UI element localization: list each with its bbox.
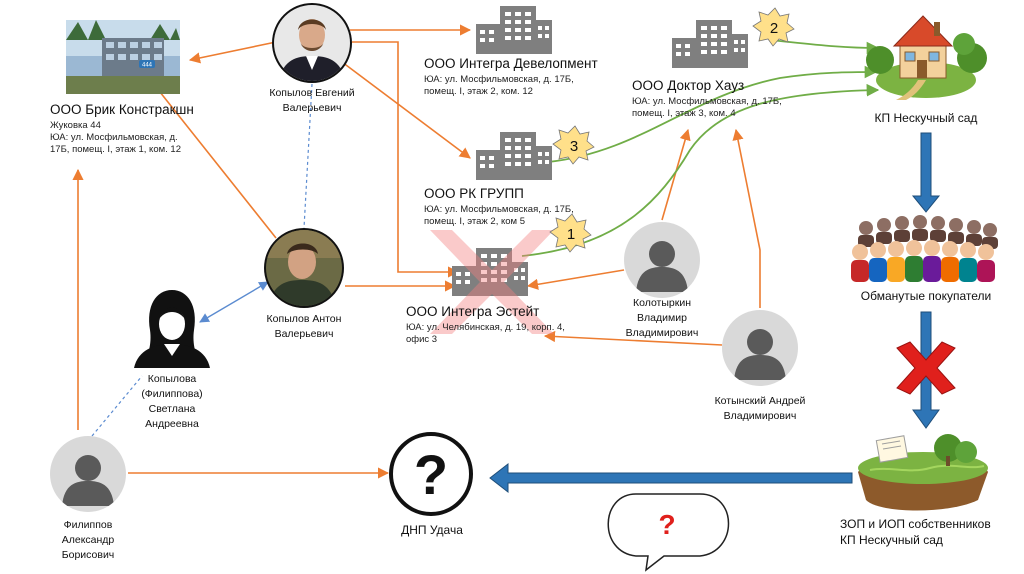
dnp-question-icon: ? [389,432,473,516]
integra-dev-line2: помещ. I, этаж 2, ком. 12 [424,86,533,97]
link-kolotyrkin-to-doctor [661,128,691,221]
kopylova-name: Копылова (Филиппова) Светлана Андреевна [112,372,232,432]
left-arrow-zop-to-dnp [489,462,853,494]
link-green-doctor-to-kp [769,39,880,55]
filippov-line1: Филиппов [63,519,113,531]
red-cross-icon [896,341,956,395]
kolotyrkin-line2: Владимир [637,312,687,324]
integra-estate-line2: офис 3 [406,334,438,345]
doctor-house-building-icon [672,20,748,68]
link-kopylov-e-to-rk-group [341,61,471,159]
kopylova-female-icon [134,290,210,368]
zop-line1: ЗОП и ИОП собственников [840,517,991,531]
buyers-label: Обманутые покупатели [860,289,992,303]
filippov-avatar [50,436,126,512]
dnp-label: ДНП Удача [401,523,463,537]
filippov-name: Филиппов Александр Борисович [28,518,148,563]
brik-title: ООО Брик Констракшн [50,102,194,117]
link-kotynsky-to-integra-estate [543,330,723,346]
doctor-house-line2: помещ. I, этаж 3, ком. 4 [632,108,736,119]
rk-group-line2: помещ. I, этаж 2, ком 5 [424,216,525,227]
link-green-rk-to-kp [547,65,878,163]
link-kopylov-e-to-integra-estate [352,41,460,278]
badge-1-label: 1 [567,226,575,243]
integra-dev-line1: ЮА: ул. Мосфильмовская, д. 17Б, [424,74,574,85]
down-arrow-kp-to-buyers [911,132,941,213]
rk-group-building-icon [476,132,552,180]
link-dashed-kopylov-e-a [303,83,313,229]
brik-line2: ЮА: ул. Мосфильмовская, д. [50,132,178,143]
badge-3: 3 [552,125,595,165]
badge-2-label: 2 [770,20,778,37]
kopylov-e-avatar [272,3,352,83]
link-kopylov-a-kopylova [199,281,269,323]
dnp-question-mark: ? [414,443,448,506]
brik-sign [139,60,155,68]
kolotyrkin-line3: Владимирович [625,327,699,339]
filippov-line3: Борисович [61,549,115,561]
kotynsky-name: Котынский Андрей Владимирович [690,394,830,424]
kotynsky-line2: Владимирович [723,410,797,422]
zop-line2: КП Нескучный сад [840,533,943,547]
kopylov-a-name: Копылов Антон Валерьевич [224,312,384,342]
link-kolotyrkin-to-integra-estate [526,269,625,290]
brik-sign-text: 444 [142,63,153,69]
buyers-crowd-icon [851,215,998,282]
badge-3-label: 3 [570,138,578,155]
kolotyrkin-avatar [624,222,700,298]
kolotyrkin-name: Колотыркин Владимир Владимирович [602,296,722,341]
integra-estate-title: ООО Интегра Эстейт [406,304,540,319]
link-green-estate-to-kp [521,83,880,257]
kopylov-e-line2: Валерьевич [282,102,342,114]
filippov-line2: Александр [61,534,115,546]
doctor-house-line1: ЮА: ул. Мосфильмовская, д. 17Б, [632,96,782,107]
badge-1: 1 [549,213,592,253]
rk-group-line1: ЮА: ул. Мосфильмовская, д. 17Б, [424,204,574,215]
connectors [72,24,880,479]
kopylov-a-avatar [264,228,344,308]
brik-line1: Жуковка 44 [50,120,101,131]
kolotyrkin-line1: Колотыркин [632,297,692,309]
rk-group-title: ООО РК ГРУПП [424,186,524,201]
kopylov-a-line2: Валерьевич [274,328,334,340]
kp-label: КП Нескучный сад [874,111,978,125]
integra-dev-building-icon [476,6,552,54]
brik-photo: 444 [66,20,180,94]
badge-2: 2 [752,7,795,47]
link-kopylov-e-to-brik [188,41,277,64]
bubble-question-mark: ? [658,509,675,540]
kopylova-line3: Светлана [148,403,196,415]
link-kotynsky-to-doctor [732,128,761,308]
brik-line3: 17Б, помещ. I, этаж 1, ком. 12 [50,144,181,155]
speech-bubble: ? [607,493,730,572]
link-dashed-filippov-kopylova [91,375,143,437]
kopylova-line4: Андреевна [145,418,199,430]
kopylova-line1: Копылова [147,373,197,385]
kotynsky-line1: Котынский Андрей [714,395,806,407]
integra-dev-title: ООО Интегра Девелопмент [424,56,598,71]
integra-estate-cross-icon [430,230,554,334]
integra-estate-line1: ЮА: ул. Челябинская, д. 19, корп. 4, [406,322,565,333]
kopylov-a-line1: Копылов Антон [266,313,342,325]
zop-land-icon [858,434,988,511]
link-kopylov-a-to-brik [151,81,277,239]
kopylova-line2: (Филиппова) [141,388,203,400]
kp-house-icon [866,15,987,100]
kopylov-e-name: Копылов Евгений Валерьевич [232,86,392,116]
kotynsky-avatar [722,310,798,386]
kopylov-e-line1: Копылов Евгений [269,87,355,99]
doctor-house-title: ООО Доктор Хауз [632,78,745,93]
zop-label: ЗОП и ИОП собственников КП Нескучный сад [840,516,1020,548]
